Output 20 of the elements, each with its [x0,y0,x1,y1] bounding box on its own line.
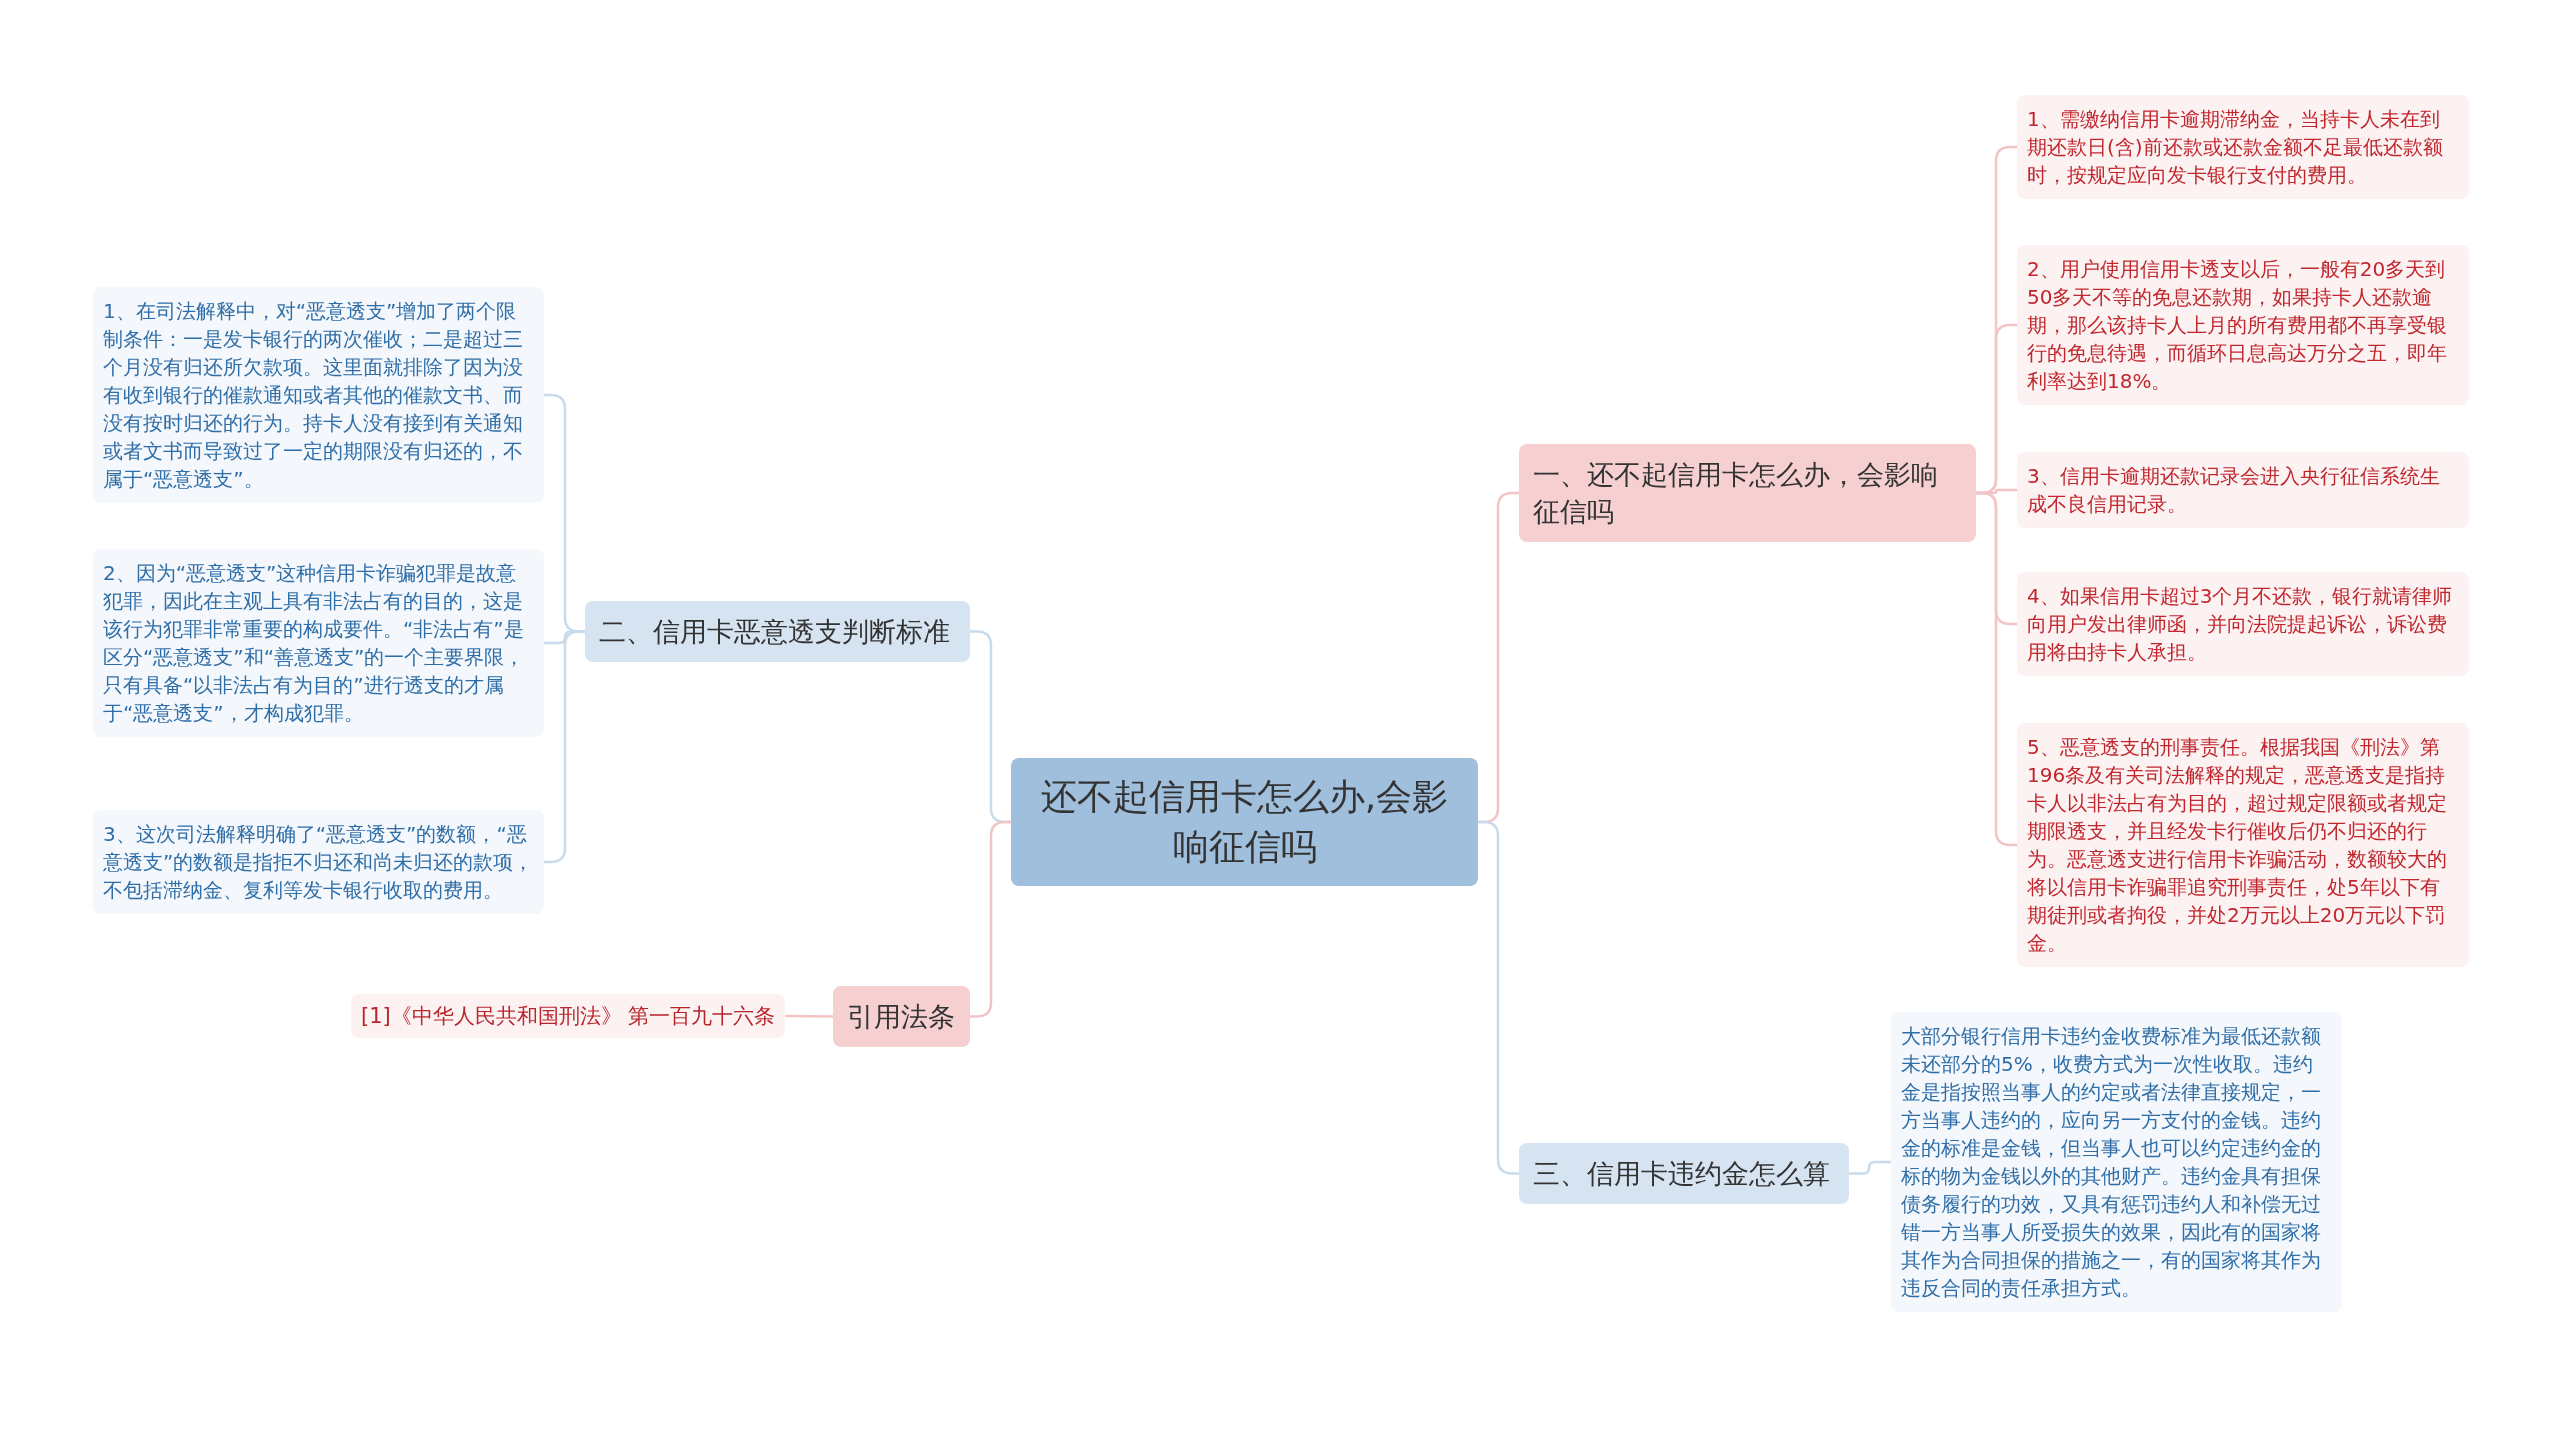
connector-line [970,820,1011,1018]
leaf-note: 2、因为“恶意透支”这种信用卡诈骗犯罪是故意犯罪，因此在主观上具有非法占有的目的，这是该行为犯罪非常重要的构成要件。“非法占有”是区分“恶意透支”和“善意透支”的一个主要界限，只有具备“以非法占有为目的”进行透支的才属于“恶意透支”，才构成犯罪。 [93,549,544,737]
leaf-note: 1、在司法解释中，对“恶意透支”增加了两个限制条件：一是发卡银行的两次催收；二是超过三个月没有归还所欠款项。这里面就排除了因为没有收到银行的催款通知或者其他的催款文书、而没有按时归还的行为。持卡人没有接到有关通知或者文书而导致过了一定的期限没有归还的，不属于“恶意透支”。 [93,287,544,503]
branch-topic: 一、还不起信用卡怎么办，会影响征信吗 [1519,444,1976,542]
branch-topic: 三、信用卡违约金怎么算 [1519,1143,1849,1204]
leaf-note: 大部分银行信用卡违约金收费标准为最低还款额未还部分的5%，收费方式为一次性收取。违约金是指按照当事人的约定或者法律直接规定，一方当事人违约的，应向另一方支付的金钱。违约金的标准是金钱，但当事人也可以约定违约金的标的物为金钱以外的其他财产。违约金具有担保债务履行的功效，又具有惩罚违约人和补偿无过错一方当事人所受损失的效果，因此有的国家将其作为合同担保的措施之一，有的国家将其作为违反合同的责任承担方式。 [1891,1012,2342,1312]
leaf-note: 3、信用卡逾期还款记录会进入央行征信系统生成不良信用记录。 [2017,452,2469,528]
connector-line [544,630,585,864]
leaf-note: 5、恶意透支的刑事责任。根据我国《刑法》第196条及有关司法解释的规定，恶意透支是指持卡人以非法占有为目的，超过规定限额或者规定期限透支，并且经发卡行催收后仍不归还的行为。恶意透支进行信用卡诈骗活动，数额较大的将以信用卡诈骗罪追究刑事责任，处5年以下有期徒刑或者拘役，并处2万元以上20万元以下罚金。 [2017,723,2469,967]
central-topic: 还不起信用卡怎么办,会影响征信吗 [1011,758,1478,886]
connector-line [785,1014,833,1018]
reference-note: [1]《中华人民共和国刑法》 第一百九十六条 [351,994,786,1038]
leaf-note: 3、这次司法解释明确了“恶意透支”的数额，“恶意透支”的数额是指拒不归还和尚未归还的款项，不包括滞纳金、复利等发卡银行收取的费用。 [93,810,544,914]
leaf-note: 2、用户使用信用卡透支以后，一般有20多天到50多天不等的免息还款期，如果持卡人还款逾期，那么该持卡人上月的所有费用都不再享受银行的免息待遇，而循环日息高达万分之五，即年利率达到18%。 [2017,245,2469,405]
connector-line [1478,820,1519,1175]
leaf-note: 4、如果信用卡超过3个月不还款，银行就请律师向用户发出律师函，并向法院提起诉讼，诉讼费用将由持卡人承担。 [2017,572,2469,676]
connector-line [1849,1160,1891,1175]
leaf-note: 1、需缴纳信用卡逾期滞纳金，当持卡人未在到期还款日(含)前还款或还款金额不足最低还款额时，按规定应向发卡银行支付的费用。 [2017,95,2469,199]
branch-topic: 二、信用卡恶意透支判断标准 [585,601,970,662]
branch-topic: 引用法条 [833,986,970,1047]
